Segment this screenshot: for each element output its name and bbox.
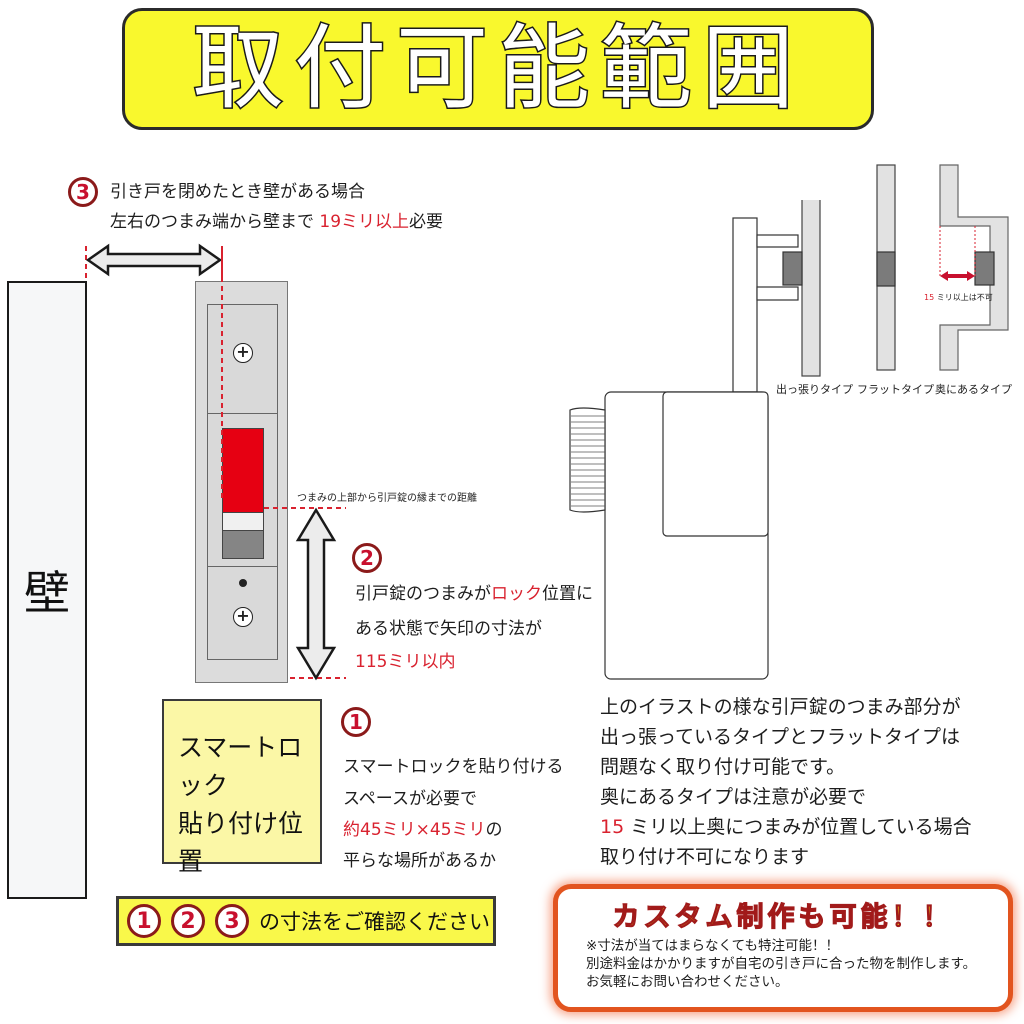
section-1-heading: 1 xyxy=(341,707,371,737)
number-badge-3: 3 xyxy=(68,177,98,207)
section-3-measure: 19ミリ以上 xyxy=(319,212,410,232)
confirm-dimensions-bar: 1 2 3 の寸法をご確認ください xyxy=(116,896,496,946)
smartlock-side-view-illustration xyxy=(569,200,821,680)
compatibility-description: 上のイラストの様な引戸錠のつまみ部分が 出っ張っているタイプとフラットタイプは … xyxy=(600,696,972,868)
keyhole-dot xyxy=(239,579,247,587)
wall-label: 壁 xyxy=(24,566,70,620)
custom-order-notice: カスタム制作も可能！！ ※寸法が当てはまらなくても特注可能！！ 別途料金はかかり… xyxy=(553,884,1013,1012)
middle-panel xyxy=(207,413,278,567)
number-badge-2: 2 xyxy=(352,543,382,573)
lower-panel: + xyxy=(207,566,278,660)
number-badge-1: 1 xyxy=(127,904,161,938)
flat-type-illustration xyxy=(876,164,896,371)
section-2-line2: ある状態で矢印の寸法が xyxy=(355,619,542,639)
type-label-recessed: 奥にあるタイプ xyxy=(935,383,1012,396)
section-3-line1: 引き戸を閉めたとき壁がある場合 xyxy=(110,182,365,202)
smartlock-box-line1: スマートロック xyxy=(178,733,303,800)
custom-line-1: ※寸法が当てはまらなくても特注可能！！ xyxy=(586,938,839,954)
smartlock-box-line2: 貼り付け位置 xyxy=(178,809,304,876)
title-banner: 取付可能範囲 xyxy=(122,8,874,130)
section-1-line1: スマートロックを貼り付ける xyxy=(343,757,564,777)
dial-knob-icon xyxy=(569,407,606,513)
section-2-measure: 115ミリ以内 xyxy=(355,652,456,672)
wall-diagram: 壁 xyxy=(7,281,87,899)
section-1-line3: 約45ミリ×45ミリの xyxy=(343,820,503,840)
vertical-dimension-guides xyxy=(221,250,346,681)
confirm-text: の寸法をご確認ください xyxy=(259,910,490,934)
horizontal-dimension-arrow-icon xyxy=(85,243,223,284)
number-badge-1: 1 xyxy=(341,707,371,737)
number-badge-2: 2 xyxy=(171,904,205,938)
section-2-line1: 引戸錠のつまみがロック位置に xyxy=(355,584,593,604)
section-2-caption: つまみの上部から引戸錠の縁までの距離 xyxy=(297,493,477,504)
recess-depth-arrow-icon xyxy=(940,271,975,281)
page-title: 取付可能範囲 xyxy=(190,15,804,122)
section-3-heading: 3 xyxy=(68,177,98,207)
smartlock-position-box: スマートロック 貼り付け位置 xyxy=(162,699,322,876)
section-2-heading: 2 xyxy=(352,543,382,573)
section-1-line4: 平らな場所があるか xyxy=(343,851,496,871)
section-3-line2: 左右のつまみ端から壁まで 19ミリ以上必要 xyxy=(110,212,444,232)
section-1-line2: スペースが必要で xyxy=(343,789,477,809)
type-label-protruding: 出っ張りタイプ xyxy=(776,383,853,396)
custom-order-title: カスタム制作も可能！！ xyxy=(612,901,954,933)
recessed-type-illustration xyxy=(939,164,1009,371)
screw-icon: + xyxy=(233,607,253,627)
recessed-note: 15 ミリ以上は不可 xyxy=(924,293,993,302)
knob-gray-base xyxy=(222,530,264,559)
custom-line-2: 別途料金はかかりますが自宅の引き戸に合った物を制作します。 xyxy=(586,956,977,972)
custom-line-3: お気軽にお問い合わせください。 xyxy=(586,974,789,990)
upper-panel: + xyxy=(207,304,278,414)
sliding-door-lock-front-view: + + xyxy=(195,281,288,683)
vertical-arrow-icon xyxy=(295,507,337,681)
number-badge-3: 3 xyxy=(215,904,249,938)
screw-icon: + xyxy=(233,343,253,363)
type-label-flat: フラットタイプ xyxy=(857,383,934,396)
